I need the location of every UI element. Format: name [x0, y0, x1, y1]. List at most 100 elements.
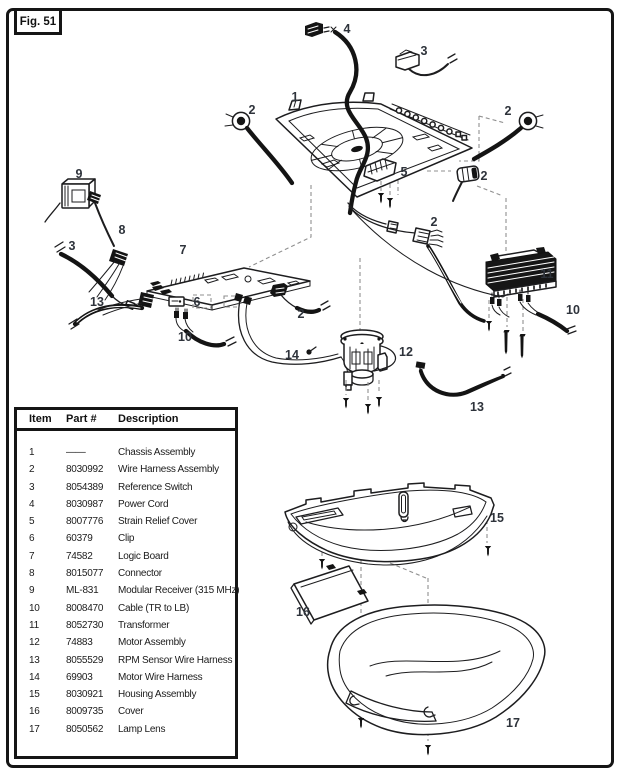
- table-cell-part: 8015077: [66, 568, 104, 580]
- logic-board: [146, 267, 311, 311]
- table-cell-desc: Chassis Assembly: [118, 447, 196, 458]
- header-item: Item: [29, 413, 52, 425]
- callout-2: 2: [297, 307, 305, 321]
- callout-7: 7: [179, 243, 187, 257]
- table-cell-part: 8007776: [66, 516, 104, 528]
- transformer: [485, 247, 557, 359]
- table-cell-desc: Transformer: [118, 619, 170, 631]
- chassis-assembly: [275, 92, 473, 198]
- table-cell-part: ML-831: [66, 585, 99, 597]
- table-row: 17 8050562 Lamp Lens: [29, 721, 235, 738]
- table-cell-item: 1: [29, 447, 35, 458]
- table-cell-part: 8030921: [66, 689, 104, 701]
- exploded-diagram-housing: [284, 482, 546, 756]
- table-cell-item: 2: [29, 464, 35, 476]
- callout-13: 13: [470, 400, 484, 414]
- table-cell-desc: Clip: [118, 533, 135, 545]
- table-row: 6 60379 Clip: [29, 530, 235, 547]
- lamp-lens: [326, 604, 546, 756]
- table-cell-part: 60379: [66, 533, 93, 545]
- table-cell-part: 8030992: [66, 464, 104, 476]
- table-cell-item: 13: [29, 654, 40, 666]
- header-part: Part #: [66, 413, 97, 425]
- callout-2: 2: [248, 103, 256, 117]
- table-row: 13 8055529 RPM Sensor Wire Harness: [29, 652, 235, 669]
- table-cell-part: 74883: [66, 637, 93, 649]
- wire-harness-mid: [386, 220, 486, 323]
- table-cell-desc: Modular Receiver (315 MHz): [118, 585, 240, 597]
- cover: [290, 559, 369, 625]
- table-row: 9 ML-831 Modular Receiver (315 MHz): [29, 582, 240, 599]
- table-cell-part: 69903: [66, 671, 93, 683]
- callout-8: 8: [118, 223, 126, 237]
- table-row: 1——Chassis Assembly: [29, 444, 235, 461]
- wire-harness-connector-right-wire: [452, 181, 463, 202]
- callout-10: 10: [566, 303, 580, 317]
- clip: [168, 296, 185, 307]
- table-cell-item: 7: [29, 550, 35, 562]
- table-cell-item: 9: [29, 585, 35, 597]
- table-cell-item: 8: [29, 568, 35, 580]
- table-cell-part: 8008470: [66, 602, 104, 614]
- reference-switch-top: [395, 49, 458, 77]
- rpm-harness-right: [415, 361, 512, 397]
- terminal-strip: [389, 103, 471, 141]
- callout-9: 9: [75, 167, 83, 181]
- table-row: 5 8007776 Strain Relief Cover: [29, 513, 235, 530]
- table-cell-desc: RPM Sensor Wire Harness: [118, 654, 233, 666]
- callout-3: 3: [68, 239, 76, 253]
- modular-receiver: [44, 178, 96, 223]
- connector-8: [87, 191, 128, 301]
- table-cell-part: 8050562: [66, 723, 104, 735]
- table-row: 15 8030921 Housing Assembly: [29, 686, 235, 703]
- callout-3: 3: [420, 44, 428, 58]
- table-cell-desc: Reference Switch: [118, 481, 193, 493]
- table-cell-item: 6: [29, 533, 35, 545]
- callout-10: 10: [178, 330, 192, 344]
- table-cell-desc: Housing Assembly: [118, 689, 197, 701]
- motor-wire-harness: [237, 299, 349, 375]
- callout-13: 13: [90, 295, 104, 309]
- table-cell-desc: Connector: [118, 568, 162, 580]
- wire-harness-grommet-left: [224, 111, 295, 186]
- table-cell-item: 16: [29, 706, 40, 718]
- table-cell-part: 74582: [66, 550, 93, 562]
- wire-harness-connector-right: [456, 165, 480, 183]
- strain-relief-cover: [363, 158, 397, 209]
- housing-assembly: [284, 482, 495, 566]
- callout-16: 16: [296, 605, 310, 619]
- wire-harness-center: [270, 283, 331, 314]
- table-cell-desc: Lamp Lens: [118, 723, 166, 735]
- table-cell-desc: Motor Wire Harness: [118, 671, 203, 683]
- callout-17: 17: [506, 716, 520, 730]
- table-cell-desc: Strain Relief Cover: [118, 516, 198, 528]
- table-cell-part: 8030987: [66, 498, 104, 510]
- table-cell-part: 8055529: [66, 654, 104, 666]
- cable-tr-lb-right: [519, 301, 577, 335]
- table-cell-item: 17: [29, 723, 40, 735]
- callout-1: 1: [291, 90, 299, 104]
- table-cell-part: 8009735: [66, 706, 104, 718]
- callout-6: 6: [193, 295, 201, 309]
- table-cell-desc: Logic Board: [118, 550, 169, 562]
- table-row: 7 74582 Logic Board: [29, 548, 235, 565]
- callout-14: 14: [285, 348, 299, 362]
- figure-border: [6, 8, 614, 768]
- callout-4: 4: [343, 22, 351, 36]
- routing-wires: [347, 202, 509, 298]
- callout-2: 2: [504, 104, 512, 118]
- table-cell-item: 12: [29, 637, 40, 649]
- callout-11: 11: [540, 267, 554, 281]
- motor-assembly: [340, 329, 397, 415]
- table-cell-part: 8052730: [66, 619, 104, 631]
- table-cell-item: 5: [29, 516, 35, 528]
- cable-tr-lb-left: [174, 307, 237, 348]
- table-cell-item: 15: [29, 689, 40, 701]
